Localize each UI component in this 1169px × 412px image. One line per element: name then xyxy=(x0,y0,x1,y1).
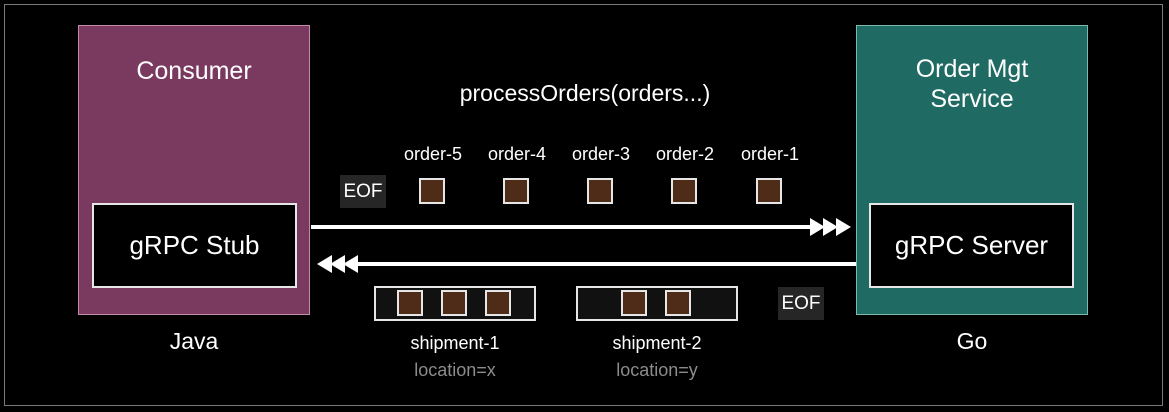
order-label: order-5 xyxy=(403,144,463,164)
order-message-box xyxy=(756,178,782,204)
request-arrowhead xyxy=(823,218,838,236)
order-message-box xyxy=(419,178,445,204)
grpc-server-box: gRPC Server xyxy=(869,203,1074,288)
service-title: Order Mgt Service xyxy=(857,54,1087,114)
order-label: order-2 xyxy=(655,144,715,164)
service-title-line-2: Service xyxy=(930,85,1014,113)
response-arrowhead xyxy=(343,255,358,273)
shipment-location: location=y xyxy=(616,360,698,380)
rpc-call-label: processOrders(orders...) xyxy=(459,80,711,106)
request-arrowhead xyxy=(836,218,851,236)
diagram-frame xyxy=(4,4,1163,406)
consumer-language-label: Java xyxy=(169,328,219,354)
order-label: order-3 xyxy=(571,144,631,164)
response-arrowhead xyxy=(317,255,332,273)
shipment-name: shipment-2 xyxy=(612,333,702,353)
response-arrowhead xyxy=(330,255,345,273)
shipment-order-box xyxy=(485,290,511,316)
order-message-box xyxy=(503,178,529,204)
request-arrowhead xyxy=(810,218,825,236)
shipment-order-box xyxy=(441,290,467,316)
shipment-order-box xyxy=(665,290,691,316)
order-message-box xyxy=(671,178,697,204)
request-eof-marker: EOF xyxy=(340,175,386,208)
shipment-order-box xyxy=(621,290,647,316)
service-title-line-1: Order Mgt xyxy=(915,55,1029,83)
shipment-2-tray xyxy=(576,286,738,321)
order-label: order-1 xyxy=(740,144,800,164)
shipment-location: location=x xyxy=(414,360,496,380)
consumer-title: Consumer xyxy=(136,57,252,85)
service-language-label: Go xyxy=(956,328,988,354)
order-label: order-4 xyxy=(487,144,547,164)
grpc-stub-box: gRPC Stub xyxy=(92,203,297,288)
response-eof-marker: EOF xyxy=(778,287,824,320)
order-message-box xyxy=(587,178,613,204)
shipment-name: shipment-1 xyxy=(410,333,500,353)
shipment-order-box xyxy=(397,290,423,316)
